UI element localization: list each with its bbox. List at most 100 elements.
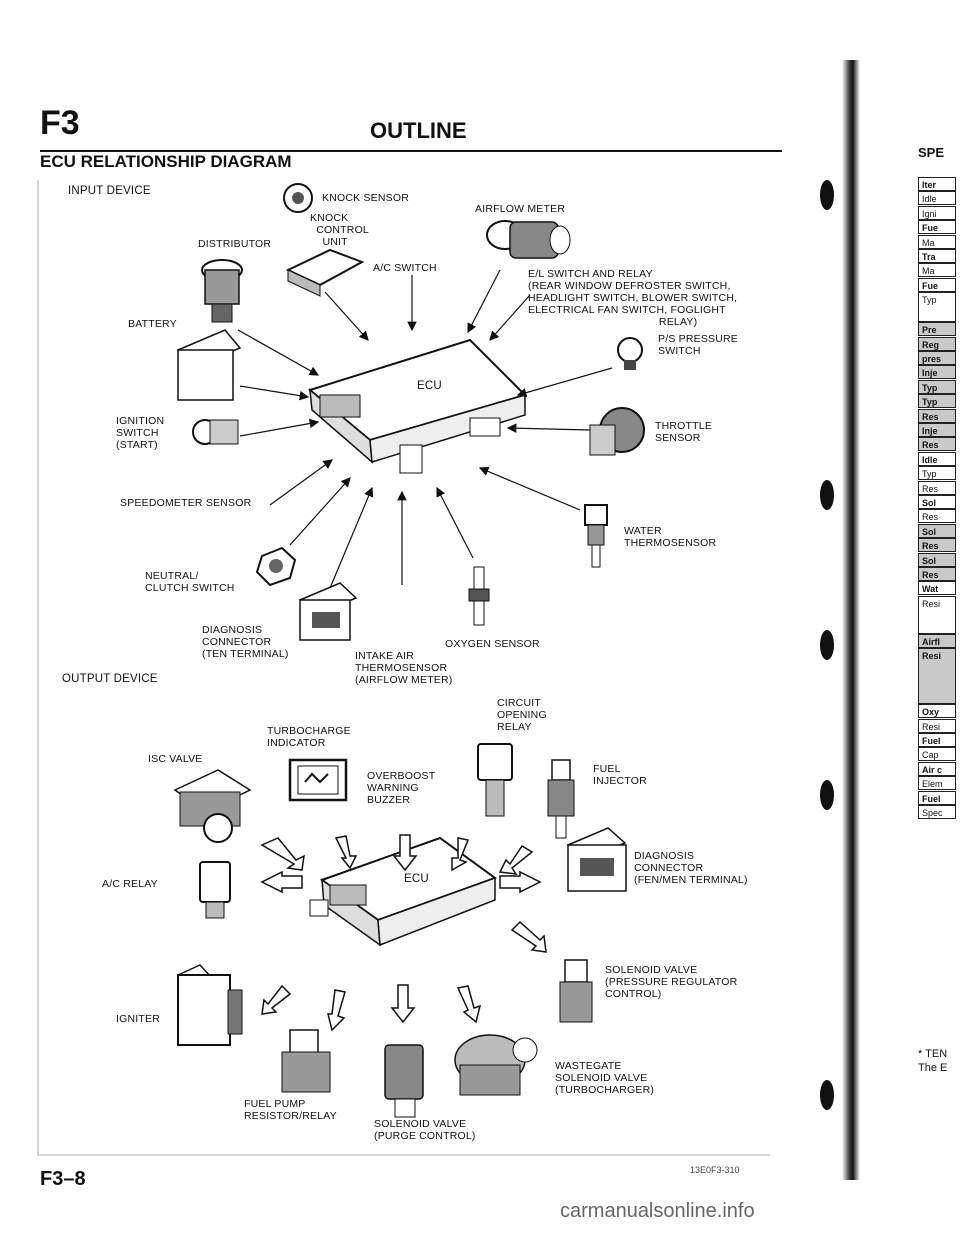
input-arrows [237, 269, 613, 589]
diagnosis-connector-ten-icon [298, 582, 358, 641]
right-page-row: Typ [918, 466, 956, 481]
page-number: F3–8 [40, 1168, 86, 1190]
figure-code: 13E0F3-310 [690, 1165, 740, 1175]
right-page-row: Res [918, 538, 956, 553]
battery-icon [176, 329, 242, 401]
ps-pressure-switch-icon [617, 337, 643, 370]
right-page-row: pres [918, 351, 956, 365]
airflow-meter-label: AIRFLOW METER [475, 203, 566, 215]
ps-switch-label: P/S PRESSURE SWITCH [658, 333, 739, 357]
right-page-row: Cap [918, 747, 956, 762]
isc-valve-label: ISC VALVE [148, 753, 203, 765]
binder-hole [820, 480, 834, 510]
right-page-row: Typ [918, 292, 956, 323]
knock-control-unit-icon [285, 248, 365, 297]
throttle-sensor-icon [589, 407, 645, 456]
ecu-input-unit [307, 338, 527, 474]
turbo-indicator-label: TURBOCHARGE INDICATOR [267, 725, 351, 749]
output-arrows [260, 834, 547, 1032]
right-page-row: Typ [918, 379, 956, 394]
ecu-output-label: ECU [404, 873, 429, 885]
wastegate-solenoid-icon [454, 1034, 538, 1096]
right-page-row: Wat [918, 581, 956, 596]
fuel-injector-icon [547, 759, 575, 839]
header-rule [40, 150, 782, 152]
solenoid-pressure-label: SOLENOID VALVE (PRESSURE REGULATOR CONTR… [605, 964, 738, 1000]
binder-hole [820, 180, 834, 210]
oxygen-sensor-icon [468, 566, 490, 626]
watermark: carmanualsonline.info [560, 1200, 755, 1222]
distributor-label: DISTRIBUTOR [198, 238, 272, 250]
solenoid-pressure-icon [559, 959, 593, 1023]
right-page-row: Sol [918, 495, 956, 509]
right-page-row: Res [918, 567, 956, 581]
intake-air-label: INTAKE AIR THERMOSENSOR (AIRFLOW METER) [355, 650, 453, 686]
right-page-row: Res [918, 408, 956, 423]
diagram-title: ECU RELATIONSHIP DIAGRAM [40, 152, 292, 171]
right-page-row: Idle [918, 191, 956, 206]
right-page-row: Reg [918, 336, 956, 351]
right-page-row: Fuel [918, 733, 956, 747]
solenoid-purge-icon [384, 1044, 424, 1118]
right-page-title: SPE [918, 145, 945, 160]
solenoid-purge-label: SOLENOID VALVE (PURGE CONTROL) [374, 1118, 476, 1142]
ignition-switch-label: IGNITION SWITCH (START) [116, 415, 165, 451]
right-page-row: Resi [918, 718, 956, 733]
binder-hole [820, 630, 834, 660]
input-device-heading: INPUT DEVICE [68, 185, 151, 197]
right-page-row: Inje [918, 423, 956, 437]
diagnosis-fen-label: DIAGNOSIS CONNECTOR (FEN/MEN TERMINAL) [634, 850, 748, 886]
right-page-row: Res [918, 437, 956, 452]
el-switch-label: E/L SWITCH AND RELAY (REAR WINDOW DEFROS… [528, 268, 738, 328]
right-page-row: Igni [918, 205, 956, 220]
isc-valve-icon [173, 769, 252, 843]
knock-sensor-label: KNOCK SENSOR [322, 192, 409, 204]
ac-switch-label: A/C SWITCH [373, 262, 437, 274]
airflow-meter-icon [486, 220, 571, 259]
page-title: OUTLINE [370, 118, 467, 143]
speedometer-label: SPEEDOMETER SENSOR [120, 497, 252, 509]
igniter-label: IGNITER [116, 1013, 160, 1025]
right-page-row: Res [918, 480, 956, 495]
fuel-pump-resistor-icon [281, 1029, 331, 1093]
ac-relay-icon [199, 861, 231, 919]
right-page-row: Oxy [918, 704, 956, 719]
water-thermosensor-icon [584, 504, 608, 568]
ecu-input-label: ECU [417, 380, 442, 392]
knock-sensor-icon [283, 183, 313, 213]
right-page-row: Typ [918, 394, 956, 409]
right-page-row: Fue [918, 277, 956, 292]
right-page-note: * TEN [918, 1048, 948, 1060]
fuel-pump-label: FUEL PUMP RESISTOR/RELAY [244, 1098, 337, 1122]
right-page-row: Ma [918, 263, 956, 278]
battery-label: BATTERY [128, 318, 177, 330]
right-page-row: Fue [918, 220, 956, 235]
output-device-heading: OUTPUT DEVICE [62, 673, 158, 685]
right-page-row: Sol [918, 523, 956, 538]
turbocharge-indicator-icon [288, 758, 348, 802]
ac-relay-label: A/C RELAY [102, 878, 158, 890]
ignition-switch-icon [192, 419, 239, 445]
right-page-row: Spec [918, 805, 956, 819]
fuel-injector-label: FUEL INJECTOR [593, 763, 647, 787]
binder-hole [820, 780, 834, 810]
right-page-row: Res [918, 509, 956, 524]
neutral-switch-label: NEUTRAL/ CLUTCH SWITCH [145, 570, 235, 594]
right-page-row: Ma [918, 234, 956, 249]
circuit-relay-label: CIRCUIT OPENING RELAY [497, 697, 547, 733]
igniter-icon [176, 964, 243, 1046]
right-page-row: Airfl [918, 633, 956, 648]
right-page-row: Iter [918, 177, 956, 191]
circuit-opening-relay-icon [477, 743, 513, 817]
right-page-row: Pre [918, 322, 956, 337]
water-thermosensor-label: WATER THERMOSENSOR [624, 525, 717, 549]
right-page-row: Idle [918, 451, 956, 466]
right-page-row: Elem [918, 776, 956, 791]
right-page-row: Sol [918, 552, 956, 567]
right-page-row: Inje [918, 365, 956, 380]
throttle-sensor-label: THROTTLE SENSOR [655, 420, 713, 444]
oxygen-sensor-label: OXYGEN SENSOR [445, 638, 540, 650]
right-page-row: Resi [918, 648, 956, 705]
knock-control-label: KNOCK CONTROL UNIT [310, 212, 369, 248]
